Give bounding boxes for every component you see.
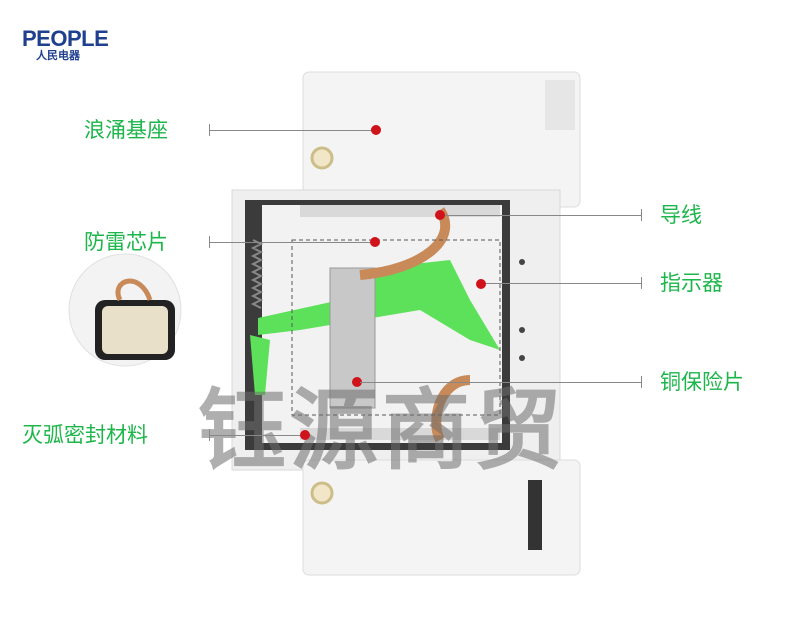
leader-line [440, 215, 642, 216]
leader-tick [641, 209, 642, 221]
marker-dot [300, 430, 310, 440]
label-lightning-chip: 防雷芯片 [84, 230, 168, 254]
label-wire: 导线 [660, 203, 702, 227]
label-copper-fuse: 铜保险片 [660, 370, 744, 394]
marker-dot [476, 279, 486, 289]
label-surge-base: 浪涌基座 [84, 118, 168, 142]
logo-text-cn: 人民电器 [36, 49, 80, 62]
leader-line [360, 382, 642, 383]
watermark: 钰源商贸 [198, 379, 567, 482]
marker-dot [352, 377, 362, 387]
leader-line [480, 283, 642, 284]
marker-dot [371, 125, 381, 135]
leader-tick [641, 277, 642, 289]
brand-logo: PEOPLE 人民电器 [22, 26, 109, 62]
marker-dot [435, 210, 445, 220]
logo-text-en: PEOPLE [22, 26, 109, 51]
marker-dot [370, 237, 380, 247]
label-indicator: 指示器 [660, 271, 723, 295]
leader-tick [641, 376, 642, 388]
leader-line [209, 130, 375, 131]
label-arc-seal: 灭弧密封材料 [22, 423, 148, 447]
leader-line [209, 435, 305, 436]
leader-line [209, 242, 373, 243]
